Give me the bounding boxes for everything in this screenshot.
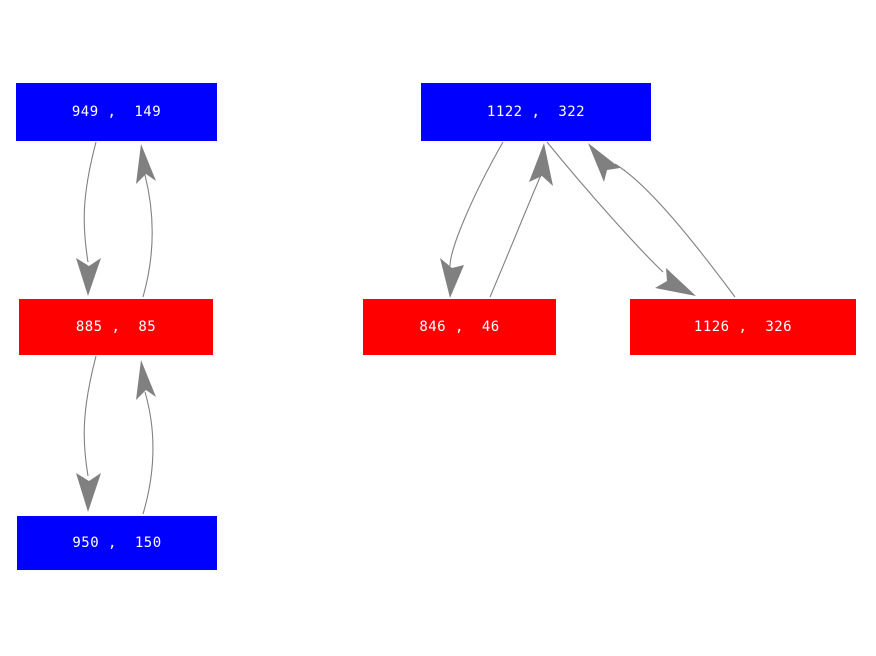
edge-n4-to-n5 — [440, 141, 504, 298]
node-label: 885 , 85 — [75, 319, 157, 335]
node-label: 1126 , 326 — [693, 319, 793, 335]
arrowhead-down-n6 — [655, 268, 696, 296]
arrowhead-up-n4 — [529, 143, 553, 186]
node-885-85[interactable]: 885 , 85 — [19, 299, 213, 355]
node-846-46[interactable]: 846 , 46 — [363, 299, 556, 355]
node-1126-326[interactable]: 1126 , 326 — [630, 299, 856, 355]
edge-n2-to-n1 — [136, 144, 156, 298]
node-label: 950 , 150 — [72, 535, 162, 551]
arrowhead-up-n2 — [136, 360, 156, 400]
arrowhead-down-n5 — [440, 258, 464, 298]
node-label: 1122 , 322 — [486, 104, 586, 120]
edge-n2-to-n3 — [76, 355, 101, 512]
arrowhead-down-n2 — [76, 258, 101, 296]
edge-n1-to-n2 — [76, 141, 101, 296]
node-label: 846 , 46 — [419, 319, 500, 335]
edge-n6-to-n4 — [588, 143, 736, 298]
node-1122-322[interactable]: 1122 , 322 — [421, 83, 651, 141]
edge-n5-to-n4 — [489, 143, 553, 298]
arrowhead-down-n3 — [76, 473, 101, 512]
node-label: 949 , 149 — [71, 104, 162, 120]
arrowhead-up-n1 — [136, 144, 156, 184]
node-950-150[interactable]: 950 , 150 — [17, 516, 217, 570]
node-949-149[interactable]: 949 , 149 — [16, 83, 217, 141]
edge-n4-to-n6 — [546, 141, 696, 296]
edge-n3-to-n2 — [136, 360, 156, 515]
arrowhead-up-n4-b — [588, 143, 620, 182]
